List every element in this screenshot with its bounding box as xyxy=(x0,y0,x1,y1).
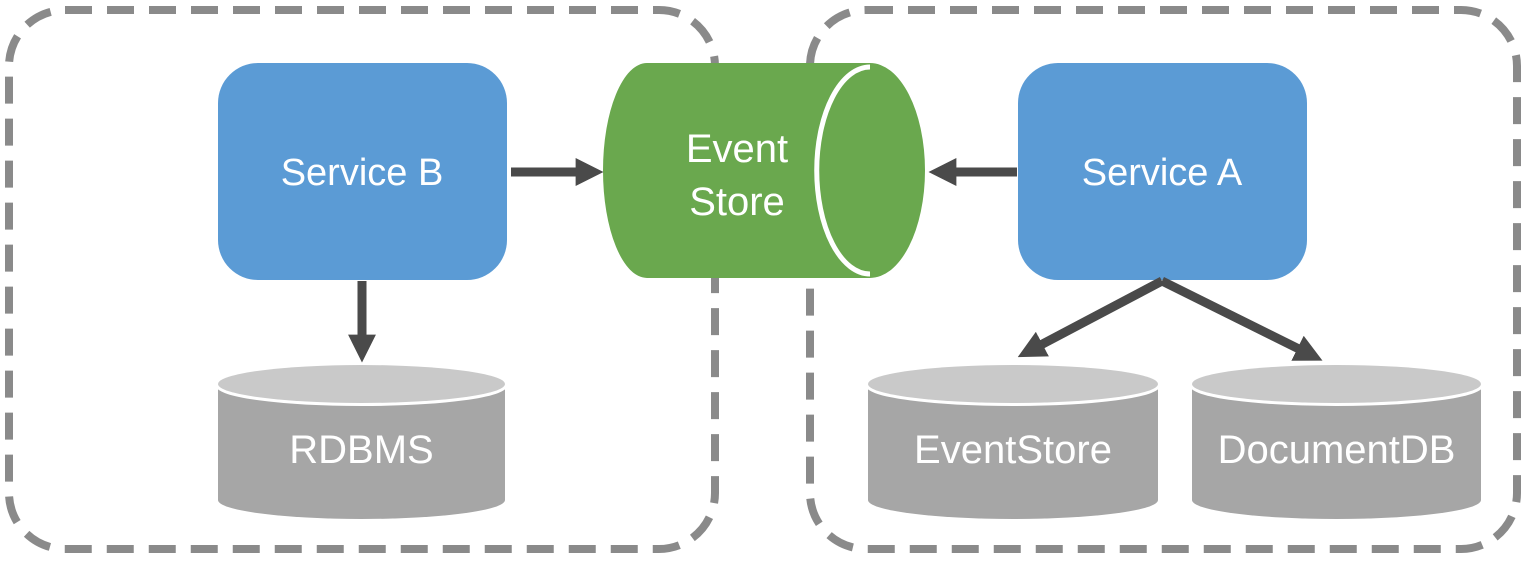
service-a-label: Service A xyxy=(1082,152,1243,194)
node-documentdb: DocumentDB xyxy=(1189,365,1484,519)
arrow-service-a-to-eventstore-db xyxy=(1017,277,1165,358)
event-store-cylinder-rim xyxy=(814,64,871,277)
eventstore-db-cylinder-body xyxy=(868,384,1158,519)
node-eventstore-db: EventStore xyxy=(865,365,1161,519)
node-service-a: Service A xyxy=(1018,63,1307,280)
documentdb-cylinder-top xyxy=(1192,365,1481,403)
diagram-edges xyxy=(348,158,1323,363)
event-store-label-line1: Event xyxy=(686,127,788,171)
eventstore-db-label: EventStore xyxy=(914,428,1112,472)
documentdb-label: DocumentDB xyxy=(1218,428,1456,472)
context-boundary-right xyxy=(806,6,1521,553)
service-b-label: Service B xyxy=(281,152,444,194)
rdbms-cylinder-top xyxy=(218,365,505,403)
context-boundary-left xyxy=(5,6,719,553)
node-rdbms: RDBMS xyxy=(215,365,508,519)
node-service-b: Service B xyxy=(218,63,507,280)
arrow-service-a-to-documentdb xyxy=(1159,276,1323,361)
node-event-store: Event Store xyxy=(603,63,925,278)
eventstore-db-cylinder-top xyxy=(868,365,1158,403)
rdbms-cylinder-body xyxy=(218,384,505,519)
service-a-box xyxy=(1018,63,1307,280)
service-b-box xyxy=(218,63,507,280)
documentdb-cylinder-body xyxy=(1192,384,1481,519)
rdbms-label: RDBMS xyxy=(289,428,433,472)
event-store-label-line2: Store xyxy=(689,180,785,224)
event-store-cylinder-body xyxy=(603,63,925,278)
